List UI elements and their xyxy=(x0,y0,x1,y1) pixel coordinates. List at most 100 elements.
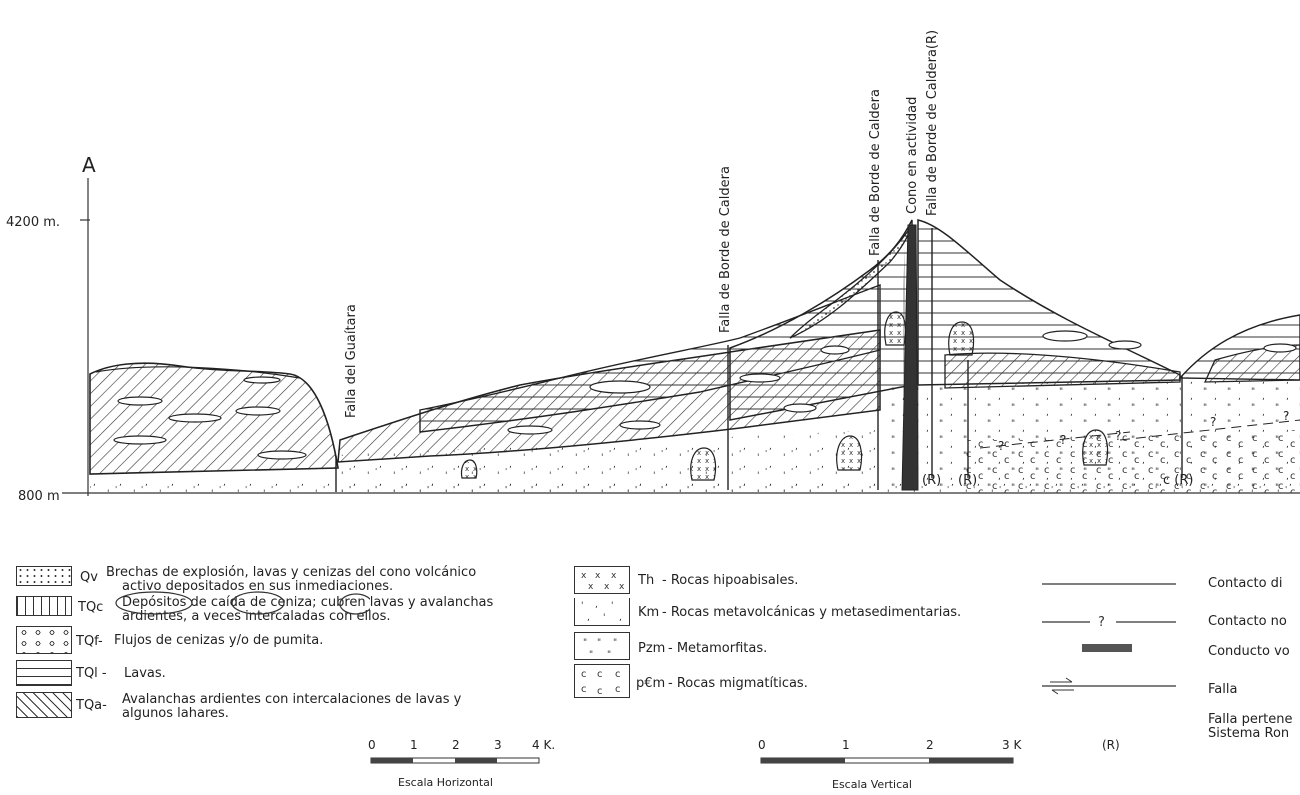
svg-text:": " xyxy=(583,638,587,648)
question-mark-1: ? xyxy=(998,439,1004,453)
svg-text:': ' xyxy=(603,613,605,623)
question-mark-2: ? xyxy=(1060,433,1066,447)
svg-text:x: x xyxy=(604,582,610,592)
legend-right-text-2: Contacto no xyxy=(1208,614,1287,629)
svg-text:': ' xyxy=(611,601,613,611)
svg-text:c: c xyxy=(615,669,621,680)
svg-text:c: c xyxy=(597,686,603,697)
legend-code-tqf: TQf- xyxy=(76,634,103,649)
fault-lines xyxy=(335,228,1183,492)
inferred-contacts xyxy=(979,419,1300,449)
svg-text:,: , xyxy=(595,600,598,610)
svg-text:': ' xyxy=(581,601,583,611)
question-mark-4: ? xyxy=(1210,415,1216,429)
legend-swatch-tqa xyxy=(16,692,72,718)
r-mark-2: (R) xyxy=(958,473,977,488)
legend-swatch-tqc xyxy=(16,596,72,616)
scale-h-tick-4: 4 K. xyxy=(532,738,556,752)
section-letter: A xyxy=(82,153,96,177)
fault-label-caldera-1: Falla de Borde de Caldera xyxy=(718,166,733,333)
intrusions-th xyxy=(460,311,1109,481)
conduit-aureole xyxy=(898,230,924,490)
symbol-question: ? xyxy=(1098,615,1105,630)
elevation-base-label: 800 m xyxy=(18,489,60,504)
legend-swatch-qv xyxy=(16,566,72,586)
svg-text:c: c xyxy=(581,669,587,680)
svg-text:x: x xyxy=(581,571,587,581)
scale-v-tick-3: 3 K xyxy=(1002,738,1022,752)
left-lenses xyxy=(113,376,307,460)
symbol-conduit xyxy=(1082,644,1132,652)
legend-code-tqa: TQa- xyxy=(76,698,107,713)
symbol-fault-arrow-up xyxy=(1050,677,1073,683)
legend-code-qv: Qv xyxy=(80,570,98,585)
scale-h-tick-2: 2 xyxy=(452,738,460,752)
svg-text:c: c xyxy=(581,684,587,695)
scale-v-label: Escala Vertical xyxy=(832,778,912,791)
svg-text:,: , xyxy=(587,613,590,623)
svg-text:": " xyxy=(613,638,617,648)
legend-code-pem: p€m xyxy=(636,676,666,691)
question-mark-3: ? xyxy=(1115,429,1121,443)
question-mark-5: ? xyxy=(1283,409,1289,423)
legend-swatch-tql xyxy=(16,660,72,686)
svg-text:,: , xyxy=(619,613,622,623)
fault-label-caldera-r: Falla de Borde de Caldera(R) xyxy=(925,30,940,216)
svg-text:": " xyxy=(589,650,593,660)
elevation-top-label: 4200 m. xyxy=(6,215,60,230)
scale-h-tick-0: 0 xyxy=(368,738,376,752)
scale-v-tick-0: 0 xyxy=(758,738,766,752)
scale-v-bar xyxy=(760,757,1014,764)
legend-swatch-pzm: """"" xyxy=(574,632,630,660)
geologic-cross-section: ' , ' " , c c x A 4200 m. 800 m xyxy=(6,30,1300,504)
legend-text-tql: Lavas. xyxy=(124,666,166,681)
legend-right-symbols: ? xyxy=(1042,583,1176,695)
svg-text:x: x xyxy=(619,582,625,592)
legend-text-tqf: Flujos de cenizas y/o de pumita. xyxy=(114,633,324,648)
legend-code-tql: TQl - xyxy=(76,666,107,681)
legend-r-symbol: (R) xyxy=(1102,738,1120,752)
legend-text-km: - Rocas metavolcánicas y metasedimentari… xyxy=(662,605,962,620)
svg-text:": " xyxy=(607,650,611,660)
legend-code-th: Th xyxy=(638,573,655,588)
svg-text:x: x xyxy=(588,582,594,592)
legend-code-tqc: TQc xyxy=(78,600,104,615)
cone-label: Cono en actividad xyxy=(905,97,920,214)
svg-text:": " xyxy=(597,638,601,648)
legend-text-qv-1: Brechas de explosión, lavas y cenizas de… xyxy=(106,565,477,580)
hand-drawn-circles xyxy=(115,591,370,615)
central-lenses xyxy=(507,330,1297,435)
scale-h-tick-1: 1 xyxy=(410,738,418,752)
legend-text-tqa-1: Avalanchas ardientes con intercalaciones… xyxy=(122,692,462,707)
left-top-lava xyxy=(95,366,301,379)
r-mark-3: c (R) xyxy=(1163,473,1193,488)
basement-migmatite xyxy=(960,430,1300,493)
legend-right-text-4: Falla xyxy=(1208,682,1238,697)
fault-label-guaitara: Falla del Guaítara xyxy=(344,304,359,418)
legend-swatch-tqf xyxy=(16,626,72,654)
legend-text-tqc-1: Depósitos de caída de ceniza; cubren lav… xyxy=(122,595,494,610)
legend-text-tqc-2: ardientes, a veces intercaladas con ello… xyxy=(122,609,391,624)
svg-text:c: c xyxy=(597,669,603,680)
legend-code-km: Km xyxy=(638,605,660,620)
legend-right-text-1: Contacto di xyxy=(1208,576,1283,591)
scale-h-bar xyxy=(370,757,540,764)
fault-label-caldera-2: Falla de Borde de Caldera xyxy=(868,89,883,256)
svg-text:x: x xyxy=(595,571,601,581)
svg-text:x: x xyxy=(611,571,617,581)
legend-code-pzm: Pzm xyxy=(638,641,666,656)
legend-right-text-3: Conducto vo xyxy=(1208,644,1290,659)
legend-right-text-5: Falla pertene xyxy=(1208,712,1293,727)
legend-text-qv-2: activo depositados en sus inmediaciones. xyxy=(122,579,394,594)
scale-v-tick-1: 1 xyxy=(842,738,850,752)
scale-v-tick-2: 2 xyxy=(926,738,934,752)
r-mark-1: (R) xyxy=(922,473,941,488)
legend-text-pzm: - Metamorfitas. xyxy=(668,641,768,656)
legend-right-text-6: Sistema Ron xyxy=(1208,726,1290,741)
scale-h-label: Escala Horizontal xyxy=(398,776,493,789)
scale-h-tick-3: 3 xyxy=(494,738,502,752)
svg-text:c: c xyxy=(615,684,621,695)
legend-swatch-km: ', ', ', xyxy=(574,598,630,626)
